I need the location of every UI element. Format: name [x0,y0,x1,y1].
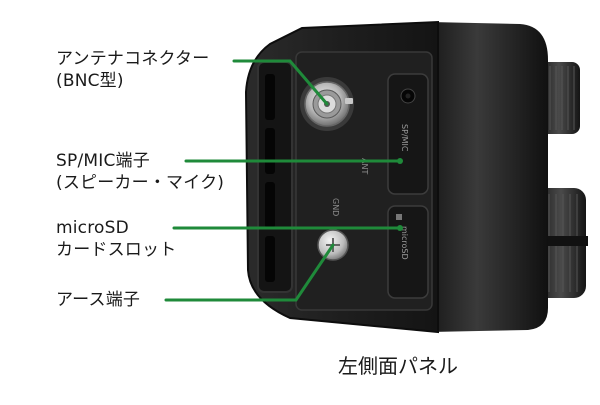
callout-microsd-line2: カードスロット [56,240,177,260]
spmic-cap: SP/MIC [387,73,429,195]
microsd-cap: microSD [387,205,429,299]
device-front-edge [430,22,548,332]
callout-ground-line1: アース端子 [56,290,141,310]
figure-caption: 左側面パネル [338,354,458,378]
callout-spmic-line1: SP/MIC端子 [56,151,150,171]
side-vent [257,61,293,293]
svg-text:SP/MIC: SP/MIC [400,124,409,152]
leader-ground [164,243,335,302]
leader-antenna [232,59,329,106]
callout-antenna-connector: アンテナコネクター (BNC型) [56,48,209,92]
callout-microsd-slot: microSD カードスロット [56,217,176,261]
callout-microsd-line1: microSD [56,218,129,238]
callout-antenna-line1: アンテナコネクター [56,49,210,69]
callout-antenna-line2: (BNC型) [56,71,124,91]
ant-marking: ANT [360,158,369,174]
leader-endpoints [397,158,403,231]
callout-spmic-jack: SP/MIC端子 (スピーカー・マイク) [56,150,224,194]
gnd-marking: GND [331,198,340,216]
callout-spmic-line2: (スピーカー・マイク) [56,173,225,193]
callout-ground-terminal: アース端子 [56,289,140,311]
bottom-knob [534,188,588,298]
svg-text:microSD: microSD [400,226,409,260]
leader-lines [164,59,402,302]
